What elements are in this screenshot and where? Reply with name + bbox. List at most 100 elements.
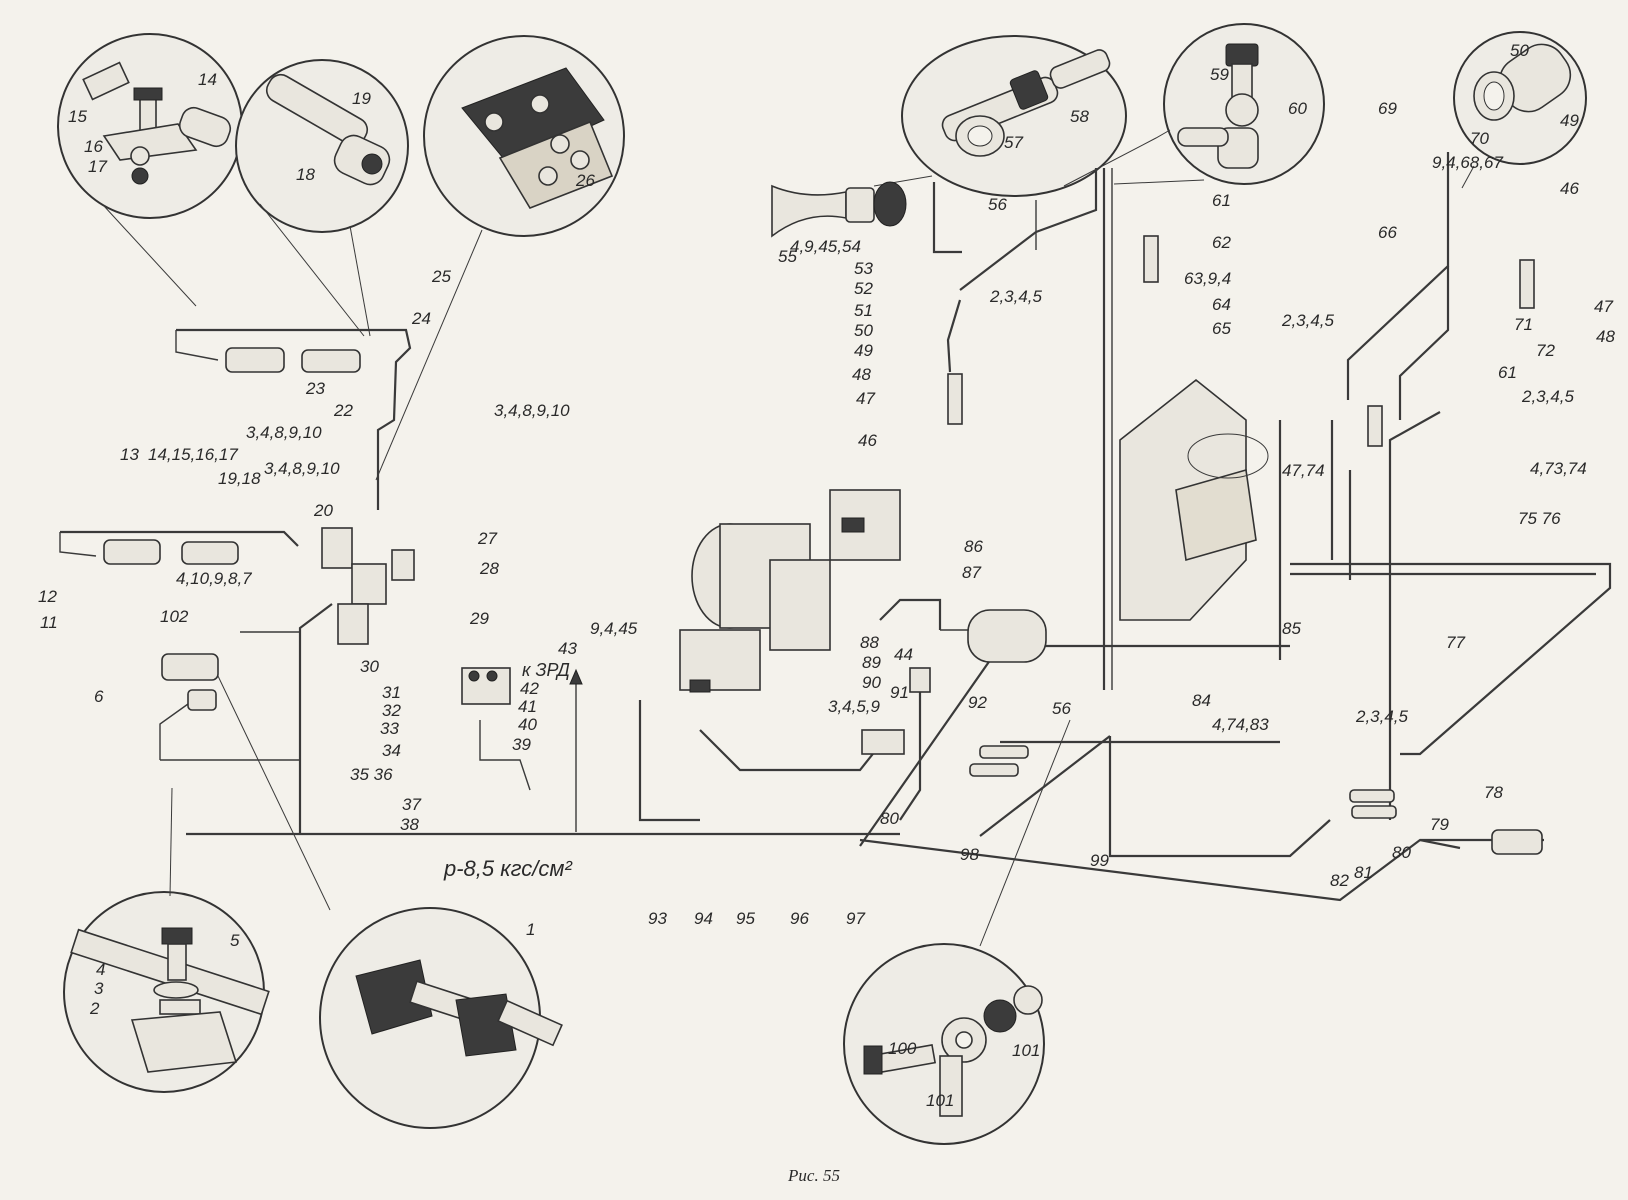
callout-c92: 92 [968, 693, 987, 712]
callout-c410987: 4,10,9,8,7 [176, 569, 252, 588]
callout-c39: 39 [512, 735, 531, 754]
callout-c18: 18 [296, 165, 315, 184]
callout-c86: 86 [964, 537, 983, 556]
callout-c87: 87 [962, 563, 981, 582]
callout-c60: 60 [1288, 99, 1307, 118]
callout-c34891: 3,4,8,9,10 [494, 401, 570, 420]
detail-view-nut-tube [1453, 31, 1587, 165]
callout-c52: 52 [854, 279, 873, 298]
pressure-note: р-8,5 кгс/см² [443, 856, 572, 881]
callout-c3459: 3,4,5,9 [828, 697, 881, 716]
pipework [59, 152, 1612, 902]
callout-c98: 98 [960, 845, 979, 864]
callout-c13: 13 [120, 445, 139, 464]
callout-c78: 78 [1484, 783, 1503, 802]
callout-c42: 42 [520, 679, 539, 698]
callout-c102: 102 [160, 607, 189, 626]
callout-c11: 11 [40, 613, 58, 632]
callout-c69: 69 [1378, 99, 1397, 118]
callout-c47374: 4,73,74 [1530, 459, 1587, 478]
figure-caption: Рис. 55 [788, 1166, 840, 1185]
callout-c81: 81 [1354, 863, 1373, 882]
callout-c79: 79 [1430, 815, 1449, 834]
callout-c23: 23 [305, 379, 325, 398]
callout-c97: 97 [846, 909, 865, 928]
callout-c2345a: 2,3,4,5 [989, 287, 1043, 306]
callout-c101b: 101 [1012, 1041, 1040, 1060]
callout-c35: 35 36 [350, 765, 393, 784]
callout-c56t: 56 [988, 195, 1007, 214]
detail-view-clamp-bottom [63, 891, 270, 1093]
callout-c48l: 48 [852, 365, 871, 384]
detail-view-bolt-washers [843, 943, 1045, 1145]
callout-c47l: 47 [856, 389, 875, 408]
callout-c67: 9,4,68,67 [1432, 153, 1503, 172]
callout-c77: 77 [1446, 633, 1465, 652]
callout-c34: 34 [382, 741, 401, 760]
callout-c7576: 75 76 [1518, 509, 1561, 528]
components [103, 181, 1543, 855]
callout-c80r: 80 [1392, 843, 1411, 862]
callout-c33: 33 [380, 719, 399, 738]
callout-c93: 93 [648, 909, 667, 928]
callout-c61t: 61 [1212, 191, 1231, 210]
callout-c6: 6 [94, 687, 104, 706]
callout-c9445: 9,4,45 [590, 619, 638, 638]
callout-c30: 30 [360, 657, 379, 676]
callout-c80m: 80 [880, 809, 899, 828]
callout-c19: 19 [352, 89, 371, 108]
callout-c6394: 63,9,4 [1184, 269, 1231, 288]
detail-view-tube-clip [235, 59, 409, 233]
callout-c62: 62 [1212, 233, 1231, 252]
leader-lines [103, 129, 1475, 947]
callout-c90: 90 [862, 673, 881, 692]
callout-c100: 100 [888, 1039, 917, 1058]
callout-c14: 14 [198, 70, 217, 89]
callout-c34893: 3,4,8,9,10 [264, 459, 340, 478]
callout-c96: 96 [790, 909, 809, 928]
callout-c53: 53 [854, 259, 873, 278]
callout-c16: 16 [84, 137, 103, 156]
callout-c31: 31 [382, 683, 401, 702]
callout-c44: 44 [894, 645, 913, 664]
callout-c37: 37 [402, 795, 421, 814]
callout-c61r: 61 [1498, 363, 1517, 382]
callout-c5: 5 [230, 931, 240, 950]
callout-c99: 99 [1090, 851, 1109, 870]
callout-c89: 89 [862, 653, 881, 672]
callout-c43: 43 [558, 639, 577, 658]
callout-c66: 66 [1378, 223, 1397, 242]
detail-view-banjo-bolt [1163, 23, 1325, 185]
callout-c32: 32 [382, 701, 401, 720]
callout-c12: 12 [38, 587, 57, 606]
callout-c47483: 4,74,83 [1212, 715, 1269, 734]
callout-c50l: 50 [854, 321, 873, 340]
callout-c91: 91 [890, 683, 909, 702]
note-to-zrd: к ЗРД [522, 660, 570, 680]
callout-c50r: 50 [1510, 41, 1529, 60]
callout-c51: 51 [854, 301, 873, 320]
detail-view-clamp-top [57, 33, 243, 219]
callout-c84: 84 [1192, 691, 1211, 710]
callout-c2345d: 2,3,4,5 [1355, 707, 1409, 726]
callout-c49r: 49 [1560, 111, 1579, 130]
callout-c55: 55 [778, 247, 797, 266]
callout-c46l: 46 [858, 431, 877, 450]
callout-c25: 25 [431, 267, 451, 286]
callout-c71: 71 [1514, 315, 1533, 334]
callout-c49l: 49 [854, 341, 873, 360]
callout-c15: 15 [68, 107, 87, 126]
callout-c29: 29 [469, 609, 489, 628]
callout-c85: 85 [1282, 619, 1301, 638]
callout-c94: 94 [694, 909, 713, 928]
callout-c46r: 46 [1560, 179, 1579, 198]
callout-c57: 57 [1004, 133, 1023, 152]
detail-view-gasket-flange [423, 35, 625, 237]
callout-c17: 17 [88, 157, 107, 176]
callout-c101a: 101 [926, 1091, 954, 1110]
callout-c70: 70 [1470, 129, 1489, 148]
callout-c19b: 19,18 [218, 469, 261, 488]
callout-c20: 20 [313, 501, 333, 520]
